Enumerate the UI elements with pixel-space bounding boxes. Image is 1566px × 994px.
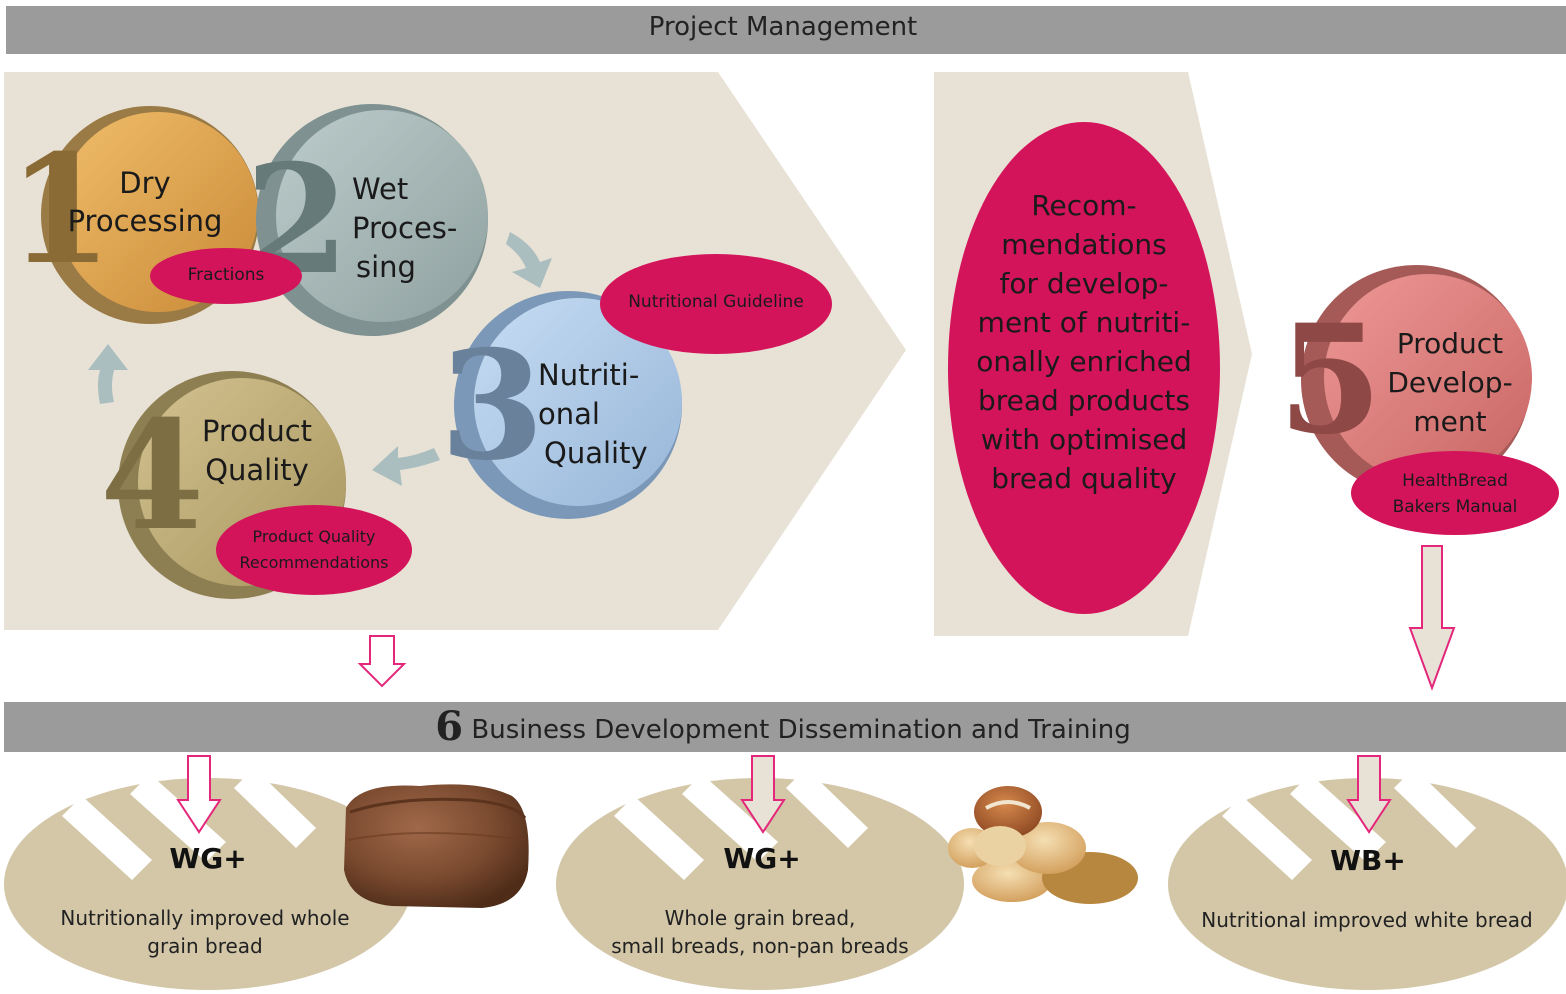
down-arrow-outcome-2 bbox=[740, 755, 786, 834]
project-management-title: Project Management bbox=[648, 12, 918, 42]
outcome-1-desc-line: grain bread bbox=[147, 934, 263, 958]
wp4-output-line: Product Quality bbox=[252, 527, 376, 546]
outcome-1-description: Nutritionally improved whole grain bread bbox=[20, 904, 390, 960]
wp5-output-line: HealthBread bbox=[1402, 471, 1508, 491]
wp5-title-line: ment bbox=[1413, 405, 1487, 438]
outcome-disc-3 bbox=[1168, 768, 1566, 990]
wp5-title-line: Product bbox=[1396, 327, 1504, 360]
business-development-title: Business Development Dissemination and T… bbox=[471, 715, 1131, 745]
business-development-title-row: 6 Business Development Dissemination and… bbox=[0, 706, 1566, 751]
business-development-bar bbox=[4, 702, 1566, 752]
small-breads-image bbox=[948, 786, 1138, 904]
wp1-number: 1 bbox=[8, 122, 112, 298]
whole-grain-loaf-image bbox=[344, 784, 529, 908]
wp4-title: Product Quality bbox=[190, 412, 324, 490]
recommendation-line: Recom- bbox=[1031, 189, 1137, 222]
outcome-1-title: WG+ bbox=[169, 842, 247, 875]
wp3-output-label: Nutritional Guideline bbox=[628, 292, 804, 312]
output-fractions-bubble bbox=[150, 248, 302, 304]
output-bakers-manual-bubble bbox=[1351, 451, 1559, 535]
outcome-disc-2 bbox=[556, 768, 964, 990]
wp1-title-line: Dry bbox=[119, 166, 171, 200]
recommendation-line: mendations bbox=[1001, 228, 1167, 261]
outcome-2-title: WG+ bbox=[723, 842, 801, 875]
outcome-2-desc-line: small breads, non-pan breads bbox=[611, 934, 909, 958]
wp1-output-label: Fractions bbox=[187, 265, 265, 285]
wp3-title-line: onal bbox=[538, 397, 600, 431]
wp5-product-development: 5 bbox=[1278, 265, 1532, 495]
wp3-number: 3 bbox=[440, 318, 544, 494]
down-arrow-from-research bbox=[357, 635, 407, 688]
outcome-disc-1 bbox=[4, 768, 412, 990]
wp5-title: Product Develop- ment bbox=[1380, 324, 1520, 441]
wp2-title-line: sing bbox=[356, 250, 416, 284]
wp4-title-line: Product bbox=[201, 414, 313, 448]
wp2-title-line: Wet bbox=[352, 172, 409, 206]
recommendation-line: bread quality bbox=[991, 462, 1177, 495]
project-management-bar bbox=[6, 6, 1566, 54]
recommendation-line: bread products bbox=[977, 384, 1190, 417]
wp5-output-line: Bakers Manual bbox=[1392, 497, 1518, 517]
wp4-output-label: Product Quality Recommendations bbox=[222, 524, 406, 576]
outcome-3-desc-line: Nutritional improved white bread bbox=[1201, 908, 1533, 932]
recommendation-line: with optimised bbox=[980, 423, 1188, 456]
down-arrow-from-product-development bbox=[1408, 545, 1456, 691]
wp2-title: Wet Proces- sing bbox=[352, 170, 457, 287]
recommendations-ellipse bbox=[948, 122, 1220, 614]
output-nutritional-guideline-bubble bbox=[600, 254, 832, 354]
wp3-title-line: Quality bbox=[544, 436, 648, 470]
cycle-arrow-4-to-1 bbox=[88, 344, 128, 404]
outcome-2-description: Whole grain bread, small breads, non-pan… bbox=[570, 904, 950, 960]
wp6-number: 6 bbox=[435, 703, 464, 750]
wp4-title-line: Quality bbox=[205, 453, 309, 487]
wp4-output-line: Recommendations bbox=[239, 553, 389, 572]
recommendation-line: ment of nutriti- bbox=[977, 306, 1191, 339]
recommendation-line: onally enriched bbox=[976, 345, 1192, 378]
recommendations-text: Recom- mendations for develop- ment of n… bbox=[958, 186, 1210, 498]
outcome-3-description: Nutritional improved white bread bbox=[1172, 906, 1562, 934]
down-arrow-outcome-3 bbox=[1346, 755, 1392, 834]
wp1-title-line: Processing bbox=[67, 204, 223, 238]
outcome-1-desc-line: Nutritionally improved whole bbox=[60, 906, 350, 930]
cycle-arrows bbox=[88, 232, 552, 486]
output-product-quality-recommendations-bubble bbox=[216, 505, 412, 595]
wp3-nutritional-quality: 3 bbox=[440, 291, 682, 519]
wp2-title-line: Proces- bbox=[352, 211, 458, 245]
outcome-3-title: WB+ bbox=[1330, 844, 1406, 877]
wp4-number: 4 bbox=[100, 388, 204, 564]
recommendation-line: for develop- bbox=[999, 267, 1169, 300]
wp5-output-label: HealthBread Bakers Manual bbox=[1362, 468, 1548, 520]
wp1-title: Dry Processing bbox=[62, 164, 228, 240]
outcome-2-desc-line: Whole grain bread, bbox=[664, 906, 856, 930]
down-arrow-outcome-1 bbox=[176, 755, 222, 834]
cycle-arrow-2-to-3 bbox=[506, 232, 552, 288]
wp5-title-line: Develop- bbox=[1387, 366, 1513, 399]
wp3-title-line: Nutriti- bbox=[538, 358, 640, 392]
cycle-arrow-3-to-4 bbox=[372, 446, 440, 486]
wp5-number: 5 bbox=[1278, 292, 1382, 468]
wp3-title: Nutriti- onal Quality bbox=[538, 356, 648, 473]
